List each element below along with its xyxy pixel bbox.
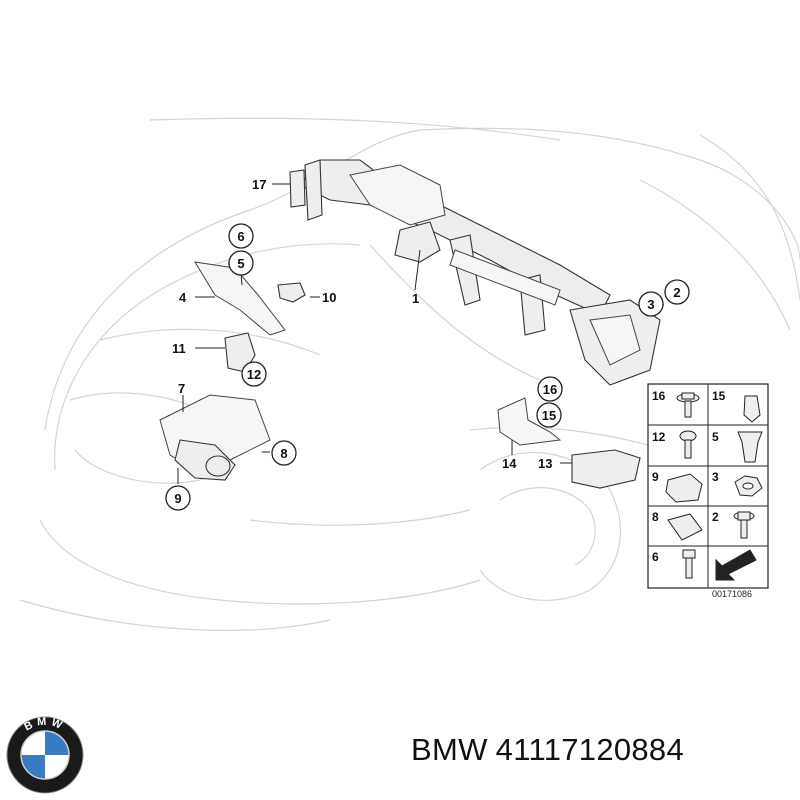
legend-item-3: 3 bbox=[712, 470, 719, 484]
car-outline bbox=[19, 117, 800, 631]
callout-9: 9 bbox=[174, 491, 181, 506]
plate-14 bbox=[497, 397, 562, 446]
callout-15: 15 bbox=[542, 408, 556, 423]
bmw-logo-icon: BMW bbox=[6, 716, 84, 794]
callout-2: 2 bbox=[673, 285, 680, 300]
housing-8-9 bbox=[159, 394, 271, 481]
legend-item-15: 15 bbox=[712, 389, 726, 403]
clip-15-icon bbox=[743, 395, 761, 423]
callout-16: 16 bbox=[543, 382, 557, 397]
legend-item-6: 6 bbox=[652, 550, 659, 564]
callout-5: 5 bbox=[237, 256, 244, 271]
legend-item-16: 16 bbox=[652, 389, 666, 403]
bracket-13 bbox=[571, 449, 641, 489]
circled-callouts: 6 5 12 8 9 3 2 16 15 bbox=[165, 223, 690, 511]
callout-11: 11 bbox=[172, 341, 186, 356]
callout-14: 14 bbox=[502, 456, 517, 471]
arrow-icon bbox=[715, 549, 757, 581]
screw-16-icon bbox=[676, 392, 700, 418]
callout-13: 13 bbox=[538, 456, 552, 471]
clip-10 bbox=[277, 282, 306, 303]
screw-6-icon bbox=[682, 549, 696, 579]
bracket-17 bbox=[289, 169, 306, 208]
reference-number: 00171086 bbox=[712, 589, 752, 599]
clip-plate-8-icon bbox=[667, 513, 703, 541]
legend-item-9: 9 bbox=[652, 470, 659, 484]
logo-lettering: BMW bbox=[22, 716, 63, 734]
callout-6: 6 bbox=[237, 229, 244, 244]
svg-text:BMW: BMW bbox=[22, 716, 67, 734]
legend-item-5: 5 bbox=[712, 430, 719, 444]
callout-17: 17 bbox=[252, 177, 266, 192]
callout-8: 8 bbox=[280, 446, 287, 461]
cross-car-beam bbox=[299, 159, 661, 386]
bolt-2-icon bbox=[733, 511, 755, 539]
callout-3: 3 bbox=[647, 297, 654, 312]
callout-12: 12 bbox=[247, 367, 261, 382]
screw-12-icon bbox=[679, 430, 697, 459]
hex-nut-3-icon bbox=[734, 475, 763, 497]
callout-4: 4 bbox=[179, 290, 187, 305]
clip-nut-9-icon bbox=[665, 473, 703, 503]
legend-item-12: 12 bbox=[652, 430, 666, 444]
part-number: 41117120884 bbox=[495, 732, 685, 767]
brand-name: BMW bbox=[411, 732, 488, 767]
fastener-legend: 16 15 12 5 9 3 8 2 6 bbox=[647, 383, 769, 589]
legend-item-8: 8 bbox=[652, 510, 659, 524]
callout-10: 10 bbox=[322, 290, 336, 305]
callout-1: 1 bbox=[412, 291, 419, 306]
legend-item-2: 2 bbox=[712, 510, 719, 524]
callout-7: 7 bbox=[178, 381, 185, 396]
clip-5-icon bbox=[737, 431, 763, 463]
